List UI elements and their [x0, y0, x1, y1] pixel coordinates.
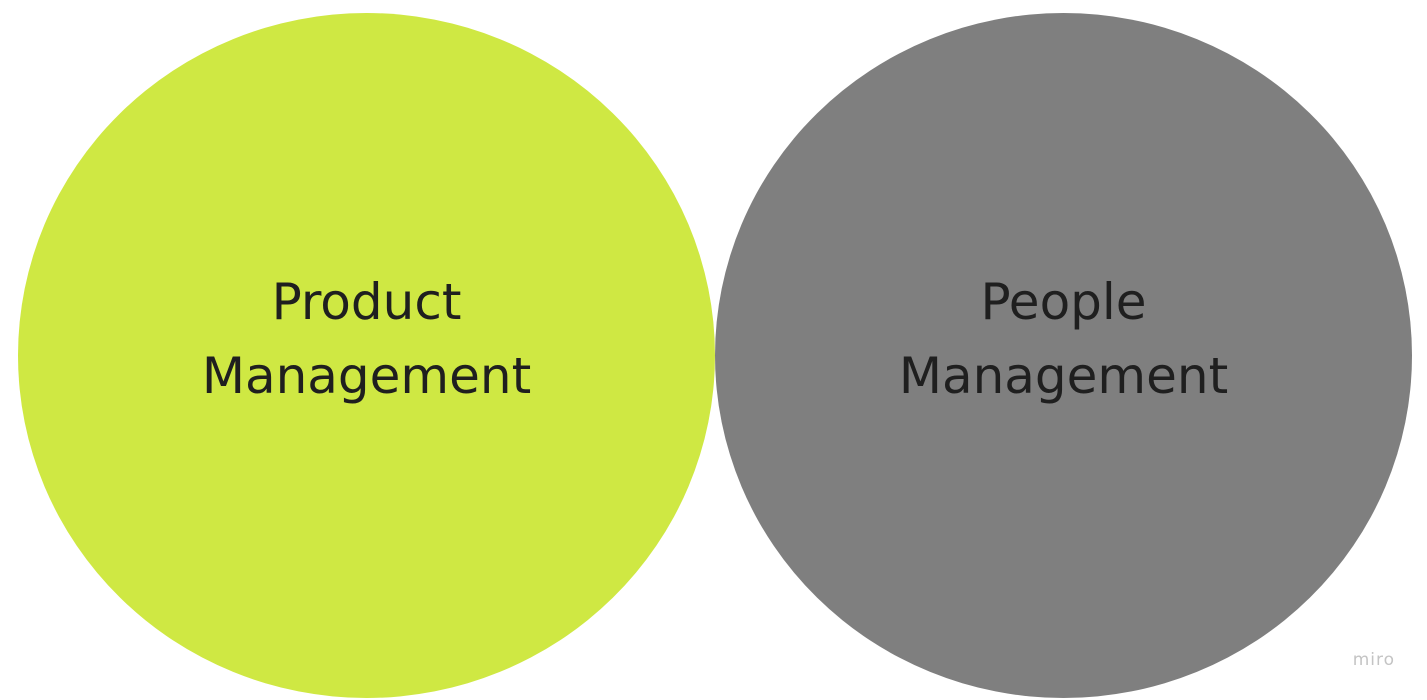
product-management-label-line1: Product: [271, 272, 462, 331]
people-management-label-line1: People: [980, 272, 1147, 331]
miro-watermark: miro: [1352, 650, 1395, 670]
people-management-circle: People Management: [715, 13, 1412, 698]
product-management-label-line2: Management: [201, 346, 532, 405]
product-management-label: Product Management: [202, 265, 531, 413]
people-management-label: People Management: [899, 265, 1228, 413]
people-management-label-line2: Management: [898, 346, 1229, 405]
product-management-circle: Product Management: [18, 13, 715, 698]
